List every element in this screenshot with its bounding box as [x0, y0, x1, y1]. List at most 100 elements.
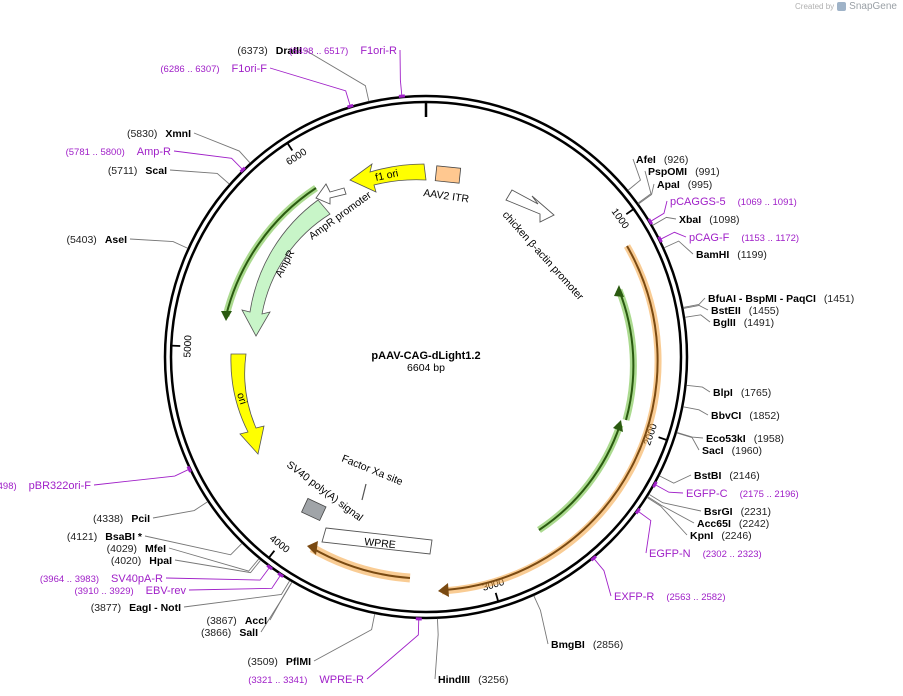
aav2-itr-label: AAV2 ITR — [423, 187, 471, 205]
primer-amp-r: (5781 .. 5800)Amp-R — [66, 146, 171, 158]
primer-site-sv40pa-r — [266, 564, 273, 571]
primer-egfp-c: EGFP-C(2175 .. 2196) — [686, 488, 799, 500]
site-xbai: XbaI(1098) — [679, 214, 740, 226]
site-eco53ki: Eco53kI(1958) — [706, 433, 784, 445]
plasmid-name: pAAV-CAG-dLight1.2 — [371, 350, 480, 362]
primer-sites — [186, 94, 663, 621]
leader-hindiii — [434, 618, 439, 680]
leader-bsteii — [683, 304, 709, 311]
site-blpi: BlpI(1765) — [713, 387, 771, 399]
leader-bamhi — [663, 240, 694, 255]
site-saci: SacI(1960) — [702, 445, 762, 457]
plasmid-size: 6604 bp — [407, 362, 445, 374]
backbone-inner — [169, 100, 683, 614]
primer-site-pcag-f — [657, 236, 663, 243]
orange-bottom-arc — [309, 544, 411, 583]
chicken-actin-label: chicken β-actin promoter — [500, 209, 586, 303]
tick-mark-2000 — [658, 436, 668, 441]
leader-pspomi — [637, 170, 652, 204]
leader-pcaggs-5 — [650, 200, 668, 222]
site-bglii: BglII(1491) — [713, 317, 774, 329]
backbone-outer — [163, 94, 689, 620]
site-bmgbi: BmgBI(2856) — [551, 639, 623, 651]
ampr-arrow — [241, 199, 331, 337]
site-bstbi: BstBI(2146) — [694, 470, 760, 482]
site-hindiii: HindIII(3256) — [438, 674, 508, 686]
leader-egfp-n — [637, 510, 652, 554]
leader-wpre-r — [366, 618, 420, 680]
leader-apai — [638, 183, 655, 205]
leader-bsrgi — [648, 493, 702, 512]
leader-saci — [676, 432, 700, 451]
primer-egfp-n: EGFP-N(2302 .. 2323) — [649, 548, 762, 560]
green-cds-1-core — [618, 289, 635, 421]
leader-pbr322ori-f — [93, 468, 190, 486]
leader-sv40pa-r — [165, 566, 271, 581]
site-afei: AfeI(926) — [636, 154, 688, 166]
site-hpai: (4020)HpaI — [111, 555, 172, 567]
ori-label: ori — [234, 391, 249, 406]
tick-mark-3000 — [494, 592, 500, 602]
tick-label-1000: 1000 — [609, 207, 631, 232]
primer-sv40pa-r: (3964 .. 3983)SV40pA-R — [40, 573, 163, 585]
snapgene-logo-icon — [837, 2, 847, 11]
leader-ebv-rev — [188, 574, 282, 591]
site-pcii: (4338)PciI — [93, 513, 150, 525]
tick-label-5000: 5000 — [182, 335, 194, 358]
leader-draiii — [304, 49, 370, 102]
f1-ori-arrow — [349, 163, 427, 193]
leader-bmgbi — [533, 595, 549, 645]
primer-site-pcaggs-5 — [647, 218, 654, 225]
site-sali: (3866)SalI — [201, 627, 258, 639]
site-bsabi: (4121)BsaBI * — [67, 531, 143, 543]
site-labels: AfeI(926)PspOMI(991)ApaI(995)XbaI(1098)B… — [0, 45, 854, 686]
site-asei: (5403)AseI — [66, 234, 127, 246]
green-cds-left-core — [225, 187, 317, 317]
primer-ebv-rev: (3910 .. 3929)EBV-rev — [74, 585, 186, 597]
site-acc65i: Acc65I(2242) — [697, 518, 769, 530]
tick-label-4000: 4000 — [267, 533, 292, 556]
ampr-promoter-arrow — [315, 183, 347, 205]
orange-bottom-head — [307, 541, 318, 555]
site-draiii: (6373)DraIII — [237, 45, 302, 57]
green-cds-left-head — [221, 311, 232, 321]
primer-wpre-r: (3321 .. 3341)WPRE-R — [248, 674, 364, 686]
leader-scai — [169, 169, 230, 185]
primer-site-f1ori-f — [347, 103, 354, 109]
leader-f1ori-f — [269, 67, 351, 107]
leader-blpi — [686, 384, 711, 393]
primer-pcag-f: pCAG-F(1153 .. 1172) — [689, 232, 799, 244]
primer-site-amp-r — [239, 166, 246, 173]
site-kpni: KpnI(2246) — [690, 530, 752, 542]
sv40-polya-box — [301, 497, 327, 522]
leader-acci — [269, 581, 293, 621]
primer-f1ori-r: (6498 .. 6517)F1ori-R — [289, 45, 397, 57]
primer-site-ebv-rev — [277, 572, 285, 578]
site-bbvci: BbvCI(1852) — [711, 410, 780, 422]
tick-mark-6000 — [286, 142, 294, 152]
orange-cds-head — [438, 583, 449, 597]
leader-pcii — [152, 501, 208, 519]
primer-site-egfp-c — [652, 481, 658, 488]
leader-asei — [129, 238, 188, 249]
primer-site-egfp-n — [634, 507, 641, 515]
primer-pcaggs-5: pCAGGS-5(1069 .. 1091) — [670, 196, 797, 208]
leader-egfp-c — [654, 484, 684, 494]
factor-xa-label: Factor Xa site — [340, 453, 405, 488]
tick-mark-1000 — [625, 208, 635, 215]
leader-xmni — [193, 132, 251, 164]
factor-xa-mark — [361, 483, 367, 501]
leader-eagi-noti — [183, 580, 291, 608]
leader-bglii — [684, 314, 711, 323]
wpre-label: WPRE — [364, 536, 397, 551]
site-eagi-noti: (3877)EagI - NotI — [91, 602, 181, 614]
wpre-arrow — [321, 527, 433, 555]
site-mfei: (4029)MfeI — [107, 543, 166, 555]
leader-acc65i — [647, 496, 695, 524]
site-bsteii: BstEII(1455) — [711, 305, 779, 317]
site-bamhi: BamHI(1199) — [696, 249, 767, 261]
leader-exfp-r — [593, 558, 612, 597]
site-bsrgi: BsrGI(2231) — [704, 506, 771, 518]
site-acci: (3867)AccI — [206, 615, 267, 627]
tick-mark-4000 — [268, 550, 276, 559]
